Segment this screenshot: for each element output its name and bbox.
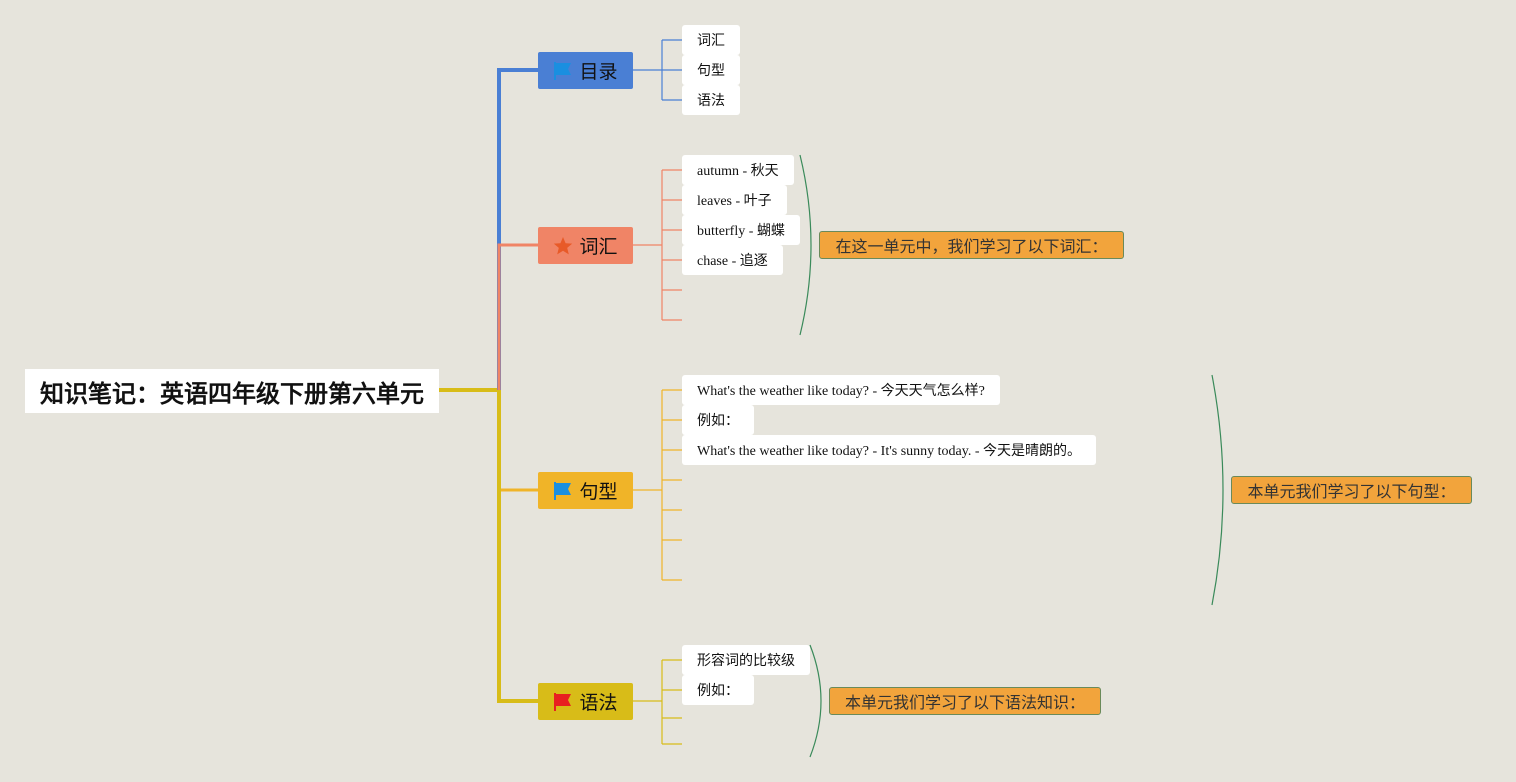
blue-flag-icon: [554, 481, 572, 500]
leaf-sentence-item[interactable]: What's the weather like today? - It's su…: [682, 435, 1096, 465]
leaf-contents-item[interactable]: 句型: [682, 55, 740, 85]
blue-flag-icon: [554, 61, 572, 80]
branch-label: 词汇: [579, 236, 618, 258]
branch-label: 句型: [579, 481, 618, 503]
red-flag-icon: [554, 692, 572, 711]
leaf-sentence-item[interactable]: 例如：: [682, 405, 754, 435]
leaf-vocabulary-item[interactable]: chase - 追逐: [682, 245, 783, 275]
summary-vocabulary[interactable]: 在这一单元中，我们学习了以下词汇：: [819, 231, 1124, 259]
leaf-sentence-item[interactable]: What's the weather like today? - 今天天气怎么样…: [682, 375, 1000, 405]
central-topic[interactable]: 知识笔记：英语四年级下册第六单元: [25, 369, 439, 413]
branch-contents[interactable]: 目录: [538, 52, 633, 89]
leaf-contents-item[interactable]: 词汇: [682, 25, 740, 55]
leaf-vocabulary-item[interactable]: butterfly - 蝴蝶: [682, 215, 800, 245]
leaf-contents-item[interactable]: 语法: [682, 85, 740, 115]
branch-label: 目录: [579, 61, 618, 83]
leaf-vocabulary-item[interactable]: autumn - 秋天: [682, 155, 794, 185]
star-icon: [554, 236, 573, 254]
leaf-vocabulary-item[interactable]: leaves - 叶子: [682, 185, 787, 215]
leaf-grammar-item[interactable]: 形容词的比较级: [682, 645, 810, 675]
branch-vocabulary[interactable]: 词汇: [538, 227, 633, 264]
branch-sentence-patterns[interactable]: 句型: [538, 472, 633, 509]
leaf-grammar-item[interactable]: 例如：: [682, 675, 754, 705]
summary-sentence-patterns[interactable]: 本单元我们学习了以下句型：: [1231, 476, 1472, 504]
branch-grammar[interactable]: 语法: [538, 683, 633, 720]
summary-grammar[interactable]: 本单元我们学习了以下语法知识：: [829, 687, 1101, 715]
branch-label: 语法: [579, 692, 618, 714]
